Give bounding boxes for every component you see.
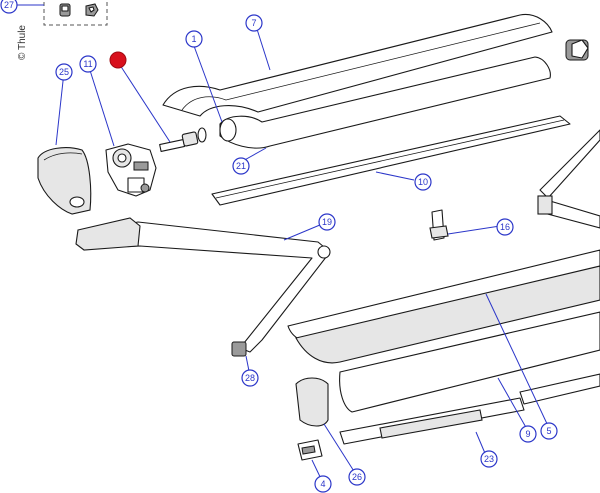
callout-21[interactable]: 21 [232, 157, 250, 175]
part-11-crank-gear [105, 143, 157, 197]
part-10-lead-rail [211, 115, 571, 206]
svg-text:25: 25 [59, 67, 69, 77]
callout-23[interactable]: 23 [480, 450, 498, 468]
part-23-bottom-rail [339, 373, 600, 445]
callout-25[interactable]: 25 [55, 63, 73, 81]
callout-9[interactable]: 9 [519, 425, 537, 443]
svg-text:21: 21 [236, 161, 246, 171]
svg-text:26: 26 [352, 472, 362, 482]
part-26-end-cap [295, 377, 329, 427]
svg-text:19: 19 [322, 217, 332, 227]
svg-text:16: 16 [500, 222, 510, 232]
svg-text:27: 27 [4, 0, 14, 10]
part-27-fittings [43, 2, 108, 26]
svg-text:23: 23 [484, 454, 494, 464]
part-16-bracket [429, 209, 449, 241]
callout-10[interactable]: 10 [414, 173, 432, 191]
callout-16[interactable]: 16 [496, 218, 514, 236]
callout-19[interactable]: 19 [318, 213, 336, 231]
callout-7[interactable]: 7 [245, 14, 263, 32]
part-right-end-fitting [565, 39, 589, 61]
svg-text:4: 4 [320, 479, 325, 489]
svg-text:7: 7 [251, 18, 256, 28]
part-21-roller-tube [219, 56, 551, 149]
svg-text:28: 28 [245, 373, 255, 383]
callout-5[interactable]: 5 [540, 422, 558, 440]
part-4-small-bracket [297, 439, 323, 461]
part-19-folding-arm [75, 217, 331, 357]
callout-28[interactable]: 28 [241, 369, 259, 387]
callout-1[interactable]: 1 [185, 30, 203, 48]
part-5-front-profile [287, 249, 600, 364]
callout-26[interactable]: 26 [348, 468, 366, 486]
svg-text:10: 10 [418, 177, 428, 187]
svg-text:1: 1 [191, 34, 196, 44]
callout-27[interactable]: 27 [0, 0, 18, 14]
callout-highlighted[interactable] [109, 51, 127, 69]
part-right-arm [537, 129, 600, 229]
part-9-valance [339, 311, 600, 413]
svg-text:5: 5 [546, 426, 551, 436]
part-highlighted-roller-plug [159, 127, 207, 152]
svg-text:11: 11 [83, 59, 92, 69]
callout-11[interactable]: 11 [79, 55, 97, 73]
part-7-cover-profile [162, 13, 553, 117]
callout-4[interactable]: 4 [314, 475, 332, 493]
part-25-end-cap [37, 147, 92, 215]
svg-text:9: 9 [525, 429, 530, 439]
